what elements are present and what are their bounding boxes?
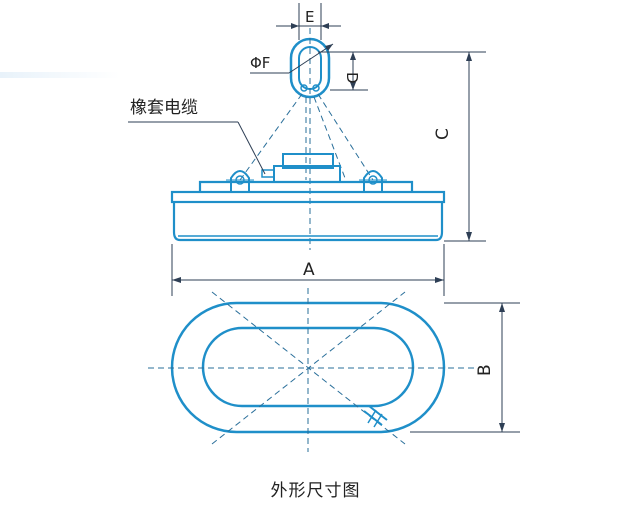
- plan-view: B: [148, 288, 520, 452]
- cable-leader: [128, 121, 266, 175]
- dimension-phi-f-label: ΦF: [250, 54, 270, 72]
- dimension-a-label: A: [303, 260, 315, 280]
- lifting-lug-left: [226, 170, 254, 192]
- edge-strip: [0, 72, 120, 78]
- magnet-body: [170, 180, 446, 242]
- dimension-c: [444, 52, 486, 242]
- dimension-phi-f: [250, 43, 334, 74]
- chains: [239, 93, 374, 181]
- dimension-e-label: E: [305, 8, 314, 26]
- front-view: 橡套电缆 E ΦF D: [128, 3, 486, 296]
- plan-lug-mark: [363, 405, 388, 428]
- figure-caption: 外形尺寸图: [270, 481, 361, 501]
- plan-diagonal-2: [211, 291, 406, 445]
- dimension-e: [276, 3, 341, 40]
- dimension-d-label: D: [343, 72, 361, 84]
- cable-label: 橡套电缆: [130, 98, 198, 118]
- lifting-lug-right: [359, 170, 387, 192]
- dimension-b: [410, 302, 520, 433]
- dimension-b-label: B: [475, 364, 495, 376]
- dimension-d: [318, 51, 486, 91]
- dimension-c-label: C: [433, 128, 453, 140]
- dimension-a: [171, 244, 445, 296]
- junction-box: [261, 153, 341, 183]
